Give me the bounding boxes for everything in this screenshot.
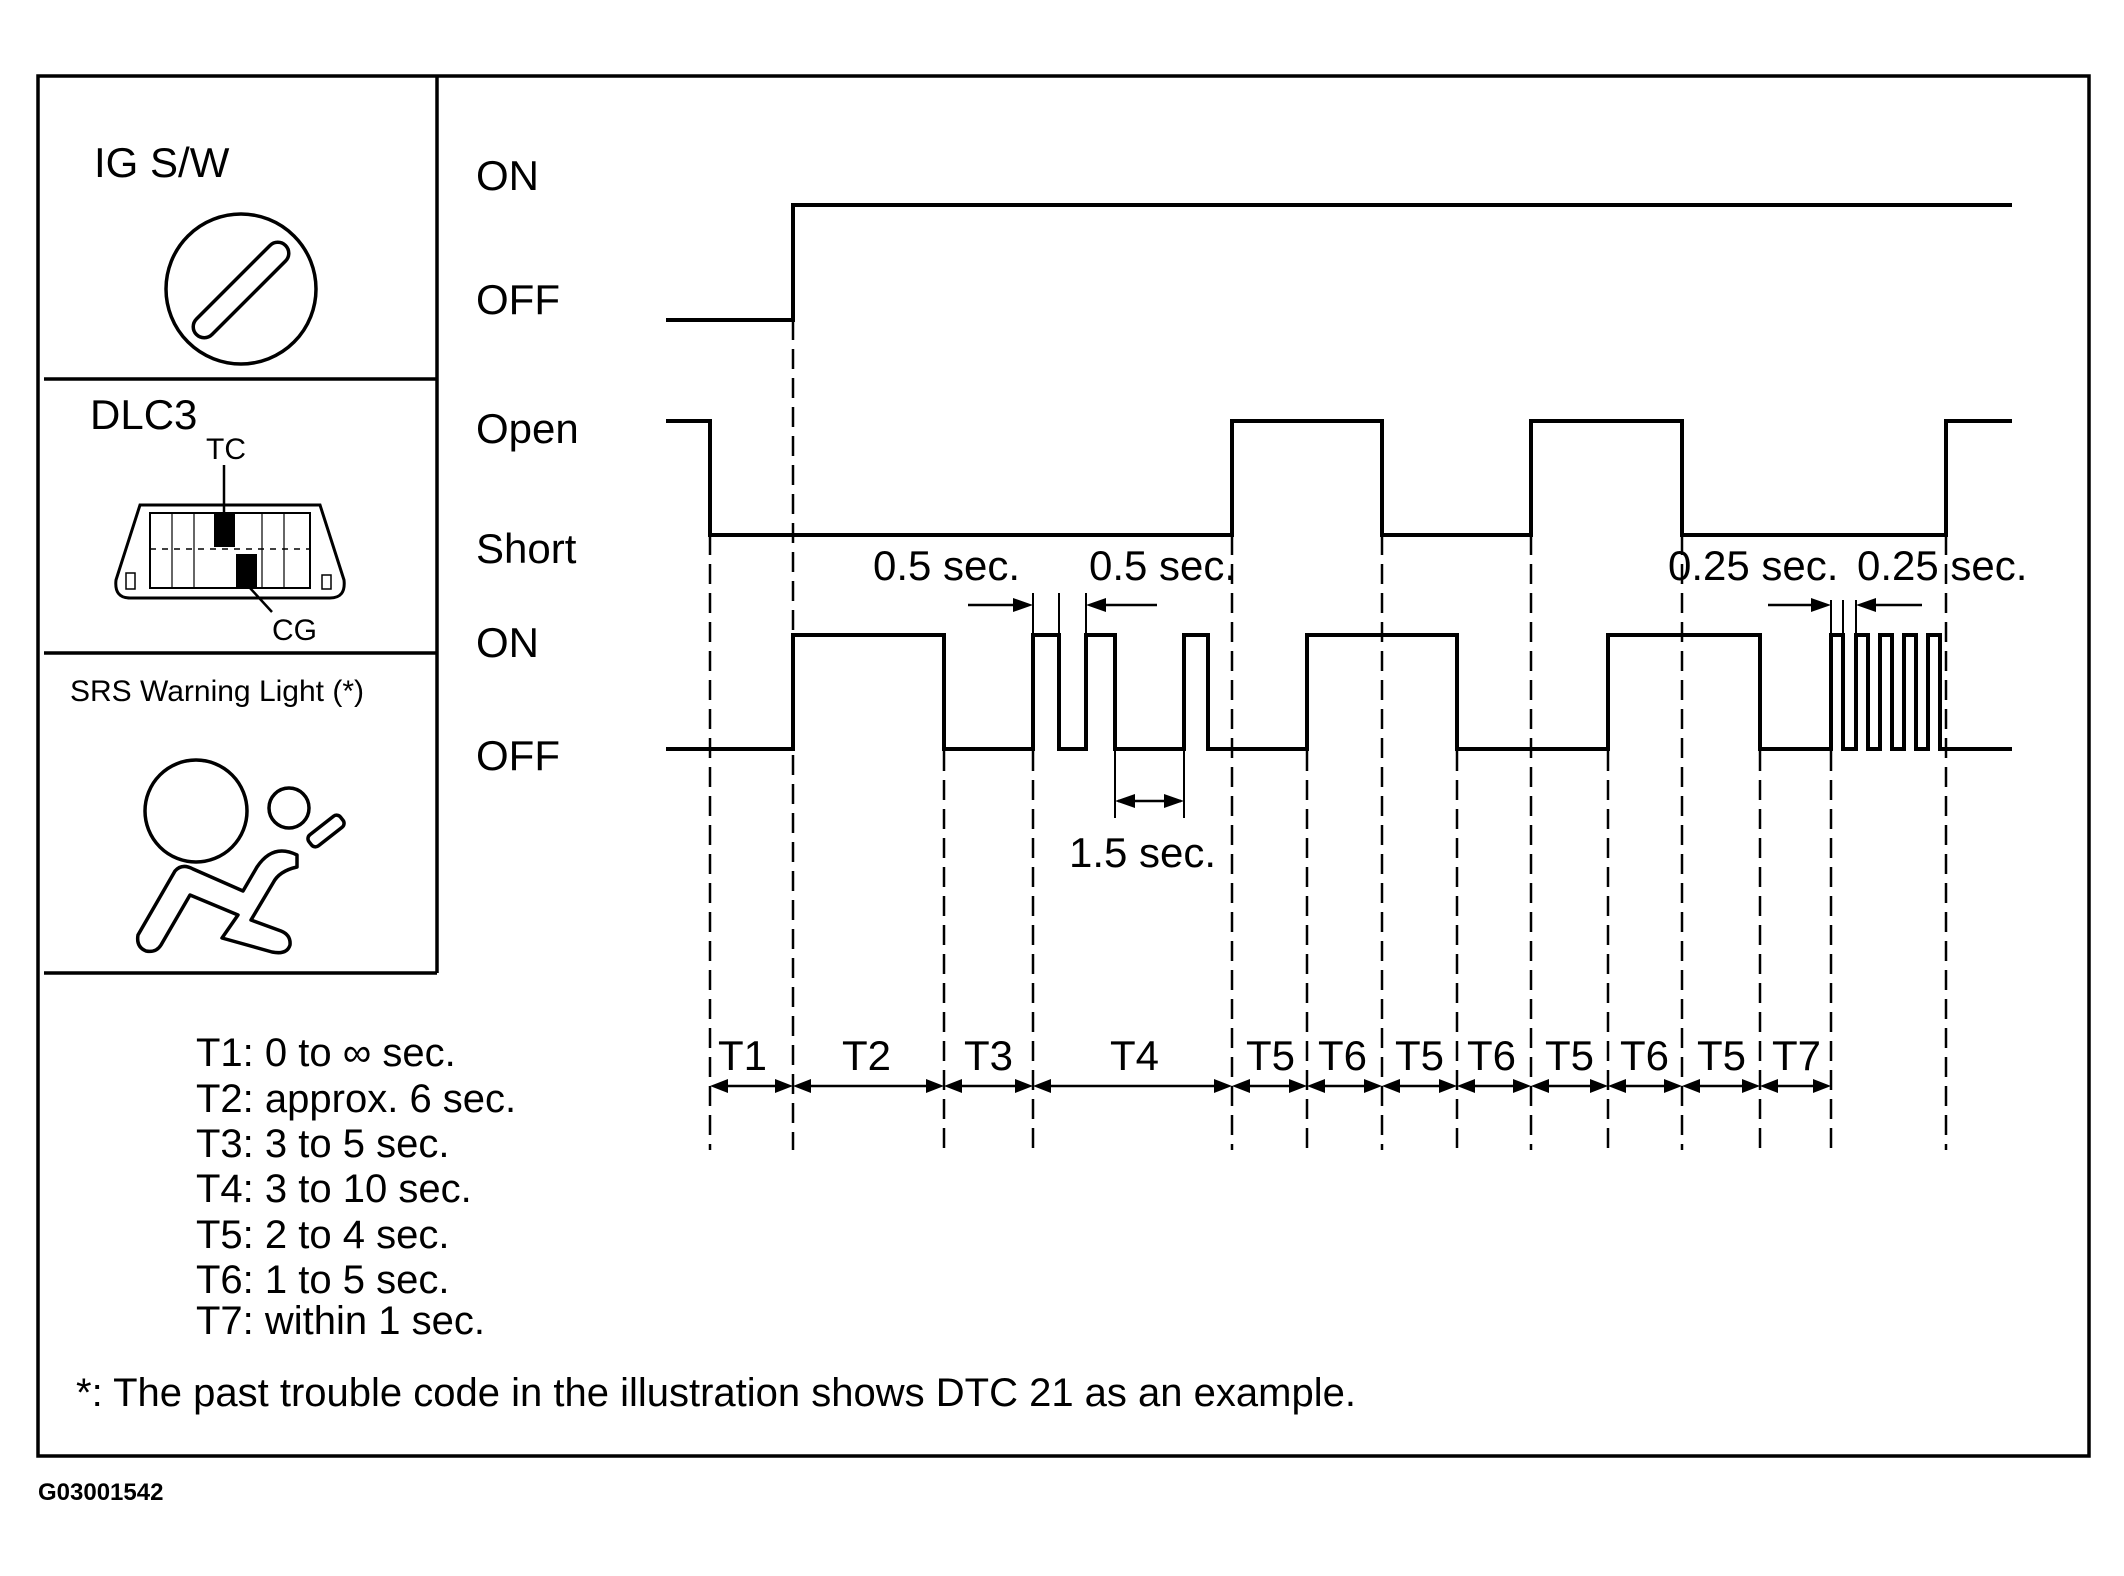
one-half-sec-dimension <box>1114 749 1185 818</box>
interval-arrowhead <box>775 1079 793 1093</box>
interval-arrowhead <box>1033 1079 1051 1093</box>
ig-on-label: ON <box>476 152 539 199</box>
legend-item: T4: 3 to 10 sec. <box>196 1167 472 1211</box>
legend-item: T3: 3 to 5 sec. <box>196 1122 449 1166</box>
interval-label: T5 <box>1697 1032 1746 1079</box>
legend-item: T6: 1 to 5 sec. <box>196 1258 449 1302</box>
light-off-label: OFF <box>476 732 560 779</box>
interval-label: T4 <box>1110 1032 1159 1079</box>
legend-item: T2: approx. 6 sec. <box>196 1077 516 1121</box>
airbag-warning-icon <box>135 758 346 955</box>
dlc3-label: DLC3 <box>90 391 197 438</box>
interval-label: T5 <box>1395 1032 1444 1079</box>
interval-arrowhead <box>710 1079 728 1093</box>
cg-label: CG <box>272 614 317 647</box>
legend-item: T1: 0 to ∞ sec. <box>196 1031 456 1075</box>
interval-arrowhead <box>1232 1079 1250 1093</box>
interval-label: T7 <box>1772 1032 1821 1079</box>
footnote: *: The past trouble code in the illustra… <box>76 1371 1356 1415</box>
legend-item: T7: within 1 sec. <box>196 1299 485 1343</box>
dlc3-tc-cg-waveform <box>666 419 2012 537</box>
interval-arrowhead <box>1214 1079 1232 1093</box>
interval-legend: T1: 0 to ∞ sec. T2: approx. 6 sec. T3: 3… <box>196 1031 516 1343</box>
outer-frame <box>36 74 2091 1458</box>
half-sec-left-label: 0.5 sec. <box>873 542 1020 589</box>
interval-arrowhead <box>1682 1079 1700 1093</box>
interval-arrows <box>710 1079 1831 1093</box>
dlc3-connector-icon <box>114 465 346 613</box>
interval-arrowhead <box>944 1079 962 1093</box>
interval-label: T1 <box>718 1032 767 1079</box>
interval-arrowhead <box>1382 1079 1400 1093</box>
interval-arrowhead <box>1439 1079 1457 1093</box>
interval-arrowhead <box>1813 1079 1831 1093</box>
ig-off-label: OFF <box>476 276 560 323</box>
interval-arrowhead <box>1760 1079 1778 1093</box>
interval-arrowhead <box>1307 1079 1325 1093</box>
ig-switch-waveform <box>666 203 2012 322</box>
srs-warning-light-waveform <box>666 633 2012 751</box>
figure-code: G03001542 <box>38 1479 163 1506</box>
ig-sw-label: IG S/W <box>94 139 230 186</box>
interval-label: T3 <box>964 1032 1013 1079</box>
quarter-sec-right-label: 0.25 sec. <box>1857 542 2027 589</box>
interval-arrowhead <box>1531 1079 1549 1093</box>
quarter-sec-left-label: 0.25 sec. <box>1668 542 1838 589</box>
srs-warning-light-label: SRS Warning Light (*) <box>70 675 364 708</box>
tc-label: TC <box>206 433 246 466</box>
one-half-sec-label: 1.5 sec. <box>1069 829 1216 876</box>
interval-labels: T1 T2 T3 T4 T5 T6 T5 T6 T5 T6 T5 T7 <box>718 1032 1821 1079</box>
interval-label: T5 <box>1545 1032 1594 1079</box>
legend-item: T5: 2 to 4 sec. <box>196 1213 449 1257</box>
interval-arrowhead <box>1742 1079 1760 1093</box>
half-sec-dimension <box>968 593 1157 635</box>
interval-label: T6 <box>1318 1032 1367 1079</box>
dlc-open-label: Open <box>476 405 579 452</box>
interval-label: T2 <box>842 1032 891 1079</box>
dlc-short-label: Short <box>476 525 577 572</box>
interval-arrowhead <box>1015 1079 1033 1093</box>
interval-arrowhead <box>1608 1079 1626 1093</box>
interval-arrowhead <box>1513 1079 1531 1093</box>
interval-arrowhead <box>793 1079 811 1093</box>
quarter-sec-dimension <box>1768 598 1922 635</box>
interval-arrowhead <box>1457 1079 1475 1093</box>
interval-label: T6 <box>1467 1032 1516 1079</box>
half-sec-right-label: 0.5 sec. <box>1089 542 1236 589</box>
interval-arrowhead <box>1289 1079 1307 1093</box>
light-on-label: ON <box>476 619 539 666</box>
interval-arrowhead <box>1364 1079 1382 1093</box>
interval-label: T5 <box>1246 1032 1295 1079</box>
ignition-key-icon <box>164 212 318 366</box>
interval-arrowhead <box>926 1079 944 1093</box>
interval-label: T6 <box>1620 1032 1669 1079</box>
interval-arrowhead <box>1590 1079 1608 1093</box>
interval-arrowhead <box>1664 1079 1682 1093</box>
